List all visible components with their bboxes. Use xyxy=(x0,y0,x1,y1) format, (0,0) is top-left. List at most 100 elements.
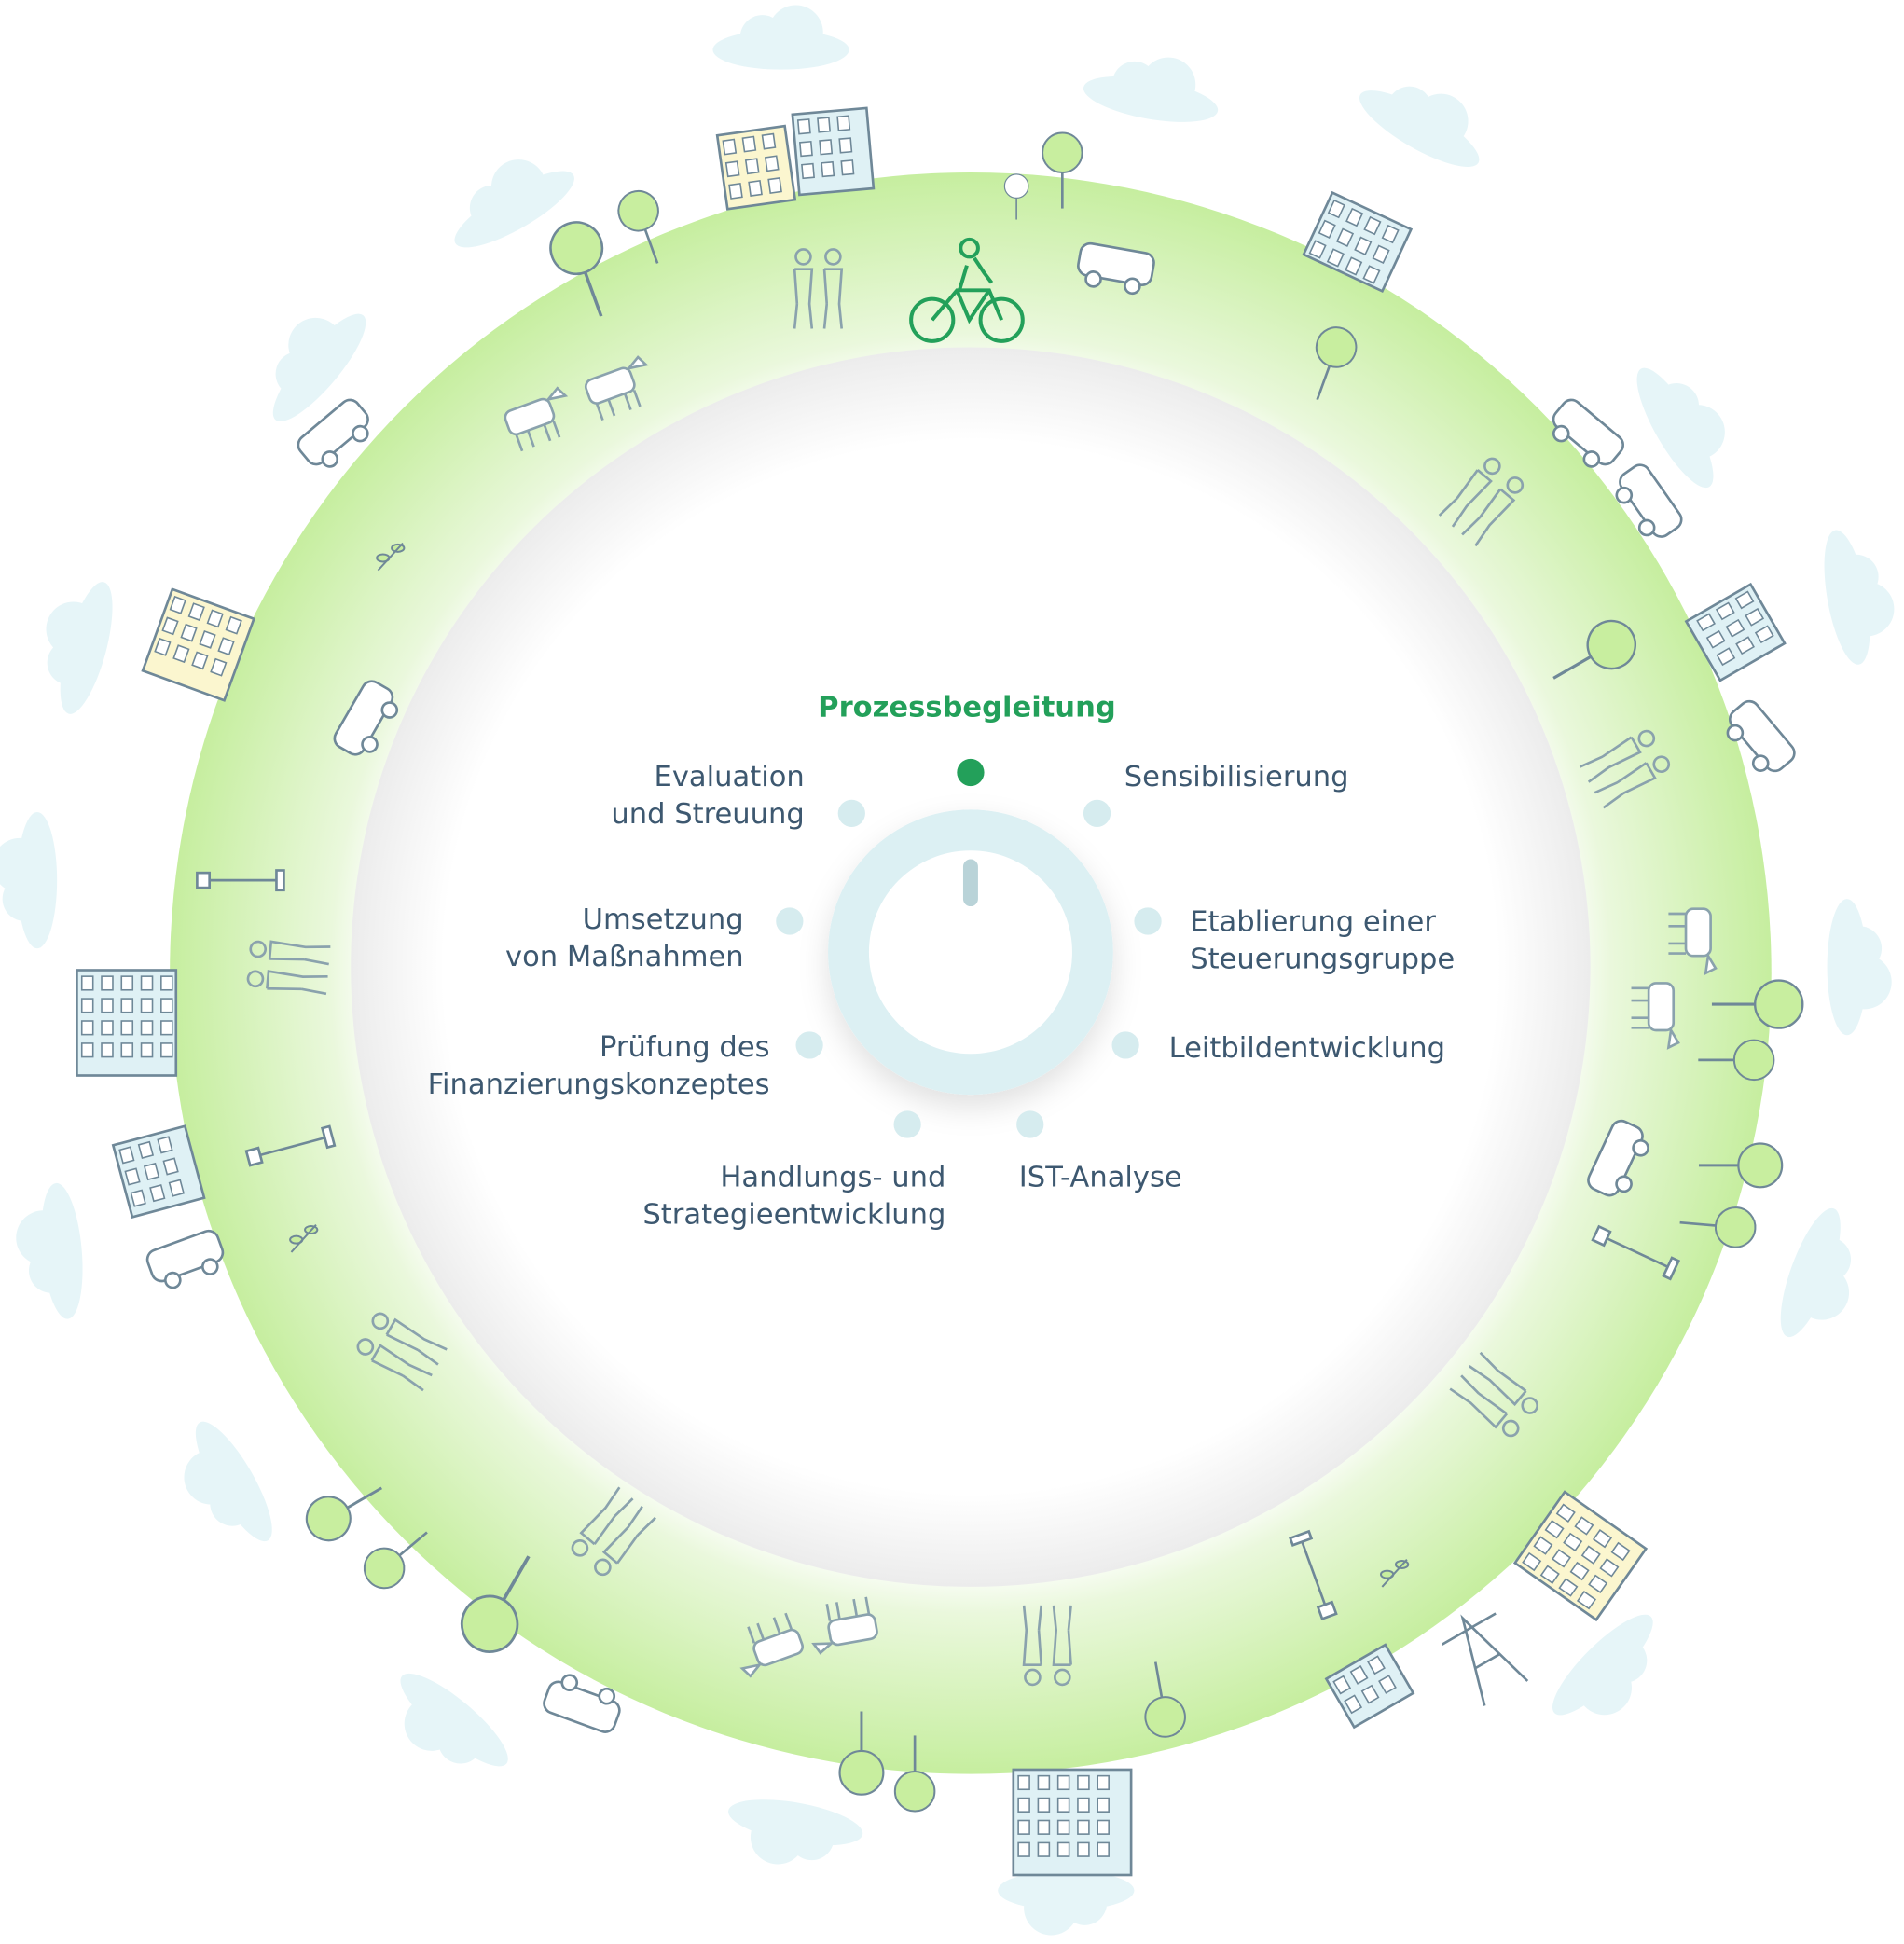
tree-icon xyxy=(1711,979,1804,1029)
step-label: IST-Analyse xyxy=(1019,1161,1182,1193)
cloud-icon xyxy=(728,1799,863,1865)
car-icon xyxy=(145,1229,225,1289)
step-label: Steuerungsgruppe xyxy=(1190,944,1455,976)
step-label: Umsetzung xyxy=(583,903,744,936)
tree-icon xyxy=(460,1555,531,1653)
cloud-decorations xyxy=(0,5,1895,1936)
car-icon xyxy=(543,1674,621,1733)
step-label: Prüfung des xyxy=(600,1031,770,1064)
tree-icon xyxy=(363,1531,428,1590)
step-leitbild[interactable]: Leitbildentwicklung xyxy=(1111,1031,1445,1065)
bicycle-icon xyxy=(909,237,1025,343)
car-icon xyxy=(1077,241,1155,296)
cloud-icon xyxy=(1824,530,1895,665)
cloud-icon xyxy=(454,159,574,248)
building-icon xyxy=(76,969,178,1077)
people-icon xyxy=(1438,457,1525,547)
building-icon xyxy=(715,124,797,211)
building-icon xyxy=(1012,1768,1133,1877)
step-dot[interactable] xyxy=(1111,1031,1139,1059)
people-icon xyxy=(356,1312,448,1392)
cow-icon xyxy=(811,1596,878,1655)
cloud-icon xyxy=(16,1182,83,1319)
building-icon xyxy=(1324,1643,1415,1730)
tree-icon xyxy=(838,1711,885,1796)
tree-icon xyxy=(549,221,604,317)
cloud-icon xyxy=(1780,1207,1852,1338)
tree-icon xyxy=(617,189,659,264)
tree-icon xyxy=(1552,619,1636,680)
cow-icon xyxy=(739,1612,805,1678)
cow-icon xyxy=(1631,982,1680,1050)
step-label: Handlungs- und xyxy=(720,1161,945,1193)
cloud-icon xyxy=(1636,367,1725,489)
tree-icon xyxy=(1315,326,1358,401)
people-icon xyxy=(1449,1351,1539,1438)
step-dot[interactable] xyxy=(795,1031,823,1059)
step-dot[interactable] xyxy=(776,907,804,935)
cloud-icon xyxy=(1359,86,1480,167)
step-ist-analyse[interactable]: IST-Analyse xyxy=(1016,1110,1182,1193)
step-dot[interactable] xyxy=(957,758,985,787)
cloud-icon xyxy=(1552,1614,1653,1716)
people-icon xyxy=(571,1486,656,1577)
step-dot[interactable] xyxy=(893,1110,921,1138)
step-label: Evaluation xyxy=(655,761,805,793)
car-icon xyxy=(1552,398,1625,468)
step-label: Sensibilisierung xyxy=(1124,761,1349,793)
step-prozessbegleitung[interactable]: Prozessbegleitung xyxy=(818,692,1116,787)
tree-icon xyxy=(1698,1142,1784,1189)
step-label: und Streuung xyxy=(611,798,804,831)
building-icon xyxy=(1302,190,1414,294)
step-sensibilisierung[interactable]: Sensibilisierung xyxy=(1083,761,1349,827)
step-dot[interactable] xyxy=(1016,1110,1044,1138)
people-icon xyxy=(793,248,844,329)
sprout-icon xyxy=(289,1224,319,1253)
cloud-icon xyxy=(1083,57,1219,122)
tree-icon xyxy=(1698,1039,1775,1082)
landscape-icons xyxy=(76,106,1804,1877)
dial-pointer xyxy=(962,859,978,907)
dial-knob[interactable] xyxy=(828,809,1113,1096)
cow-icon xyxy=(584,355,649,421)
step-label: Strategieentwicklung xyxy=(642,1198,945,1231)
building-icon xyxy=(141,587,256,702)
street-lamp-icon xyxy=(244,1124,337,1167)
step-label: von Maßnahmen xyxy=(505,941,744,973)
cloud-icon xyxy=(1827,899,1892,1036)
cloud-icon xyxy=(272,313,366,421)
car-icon xyxy=(1726,699,1796,773)
tree-icon xyxy=(1144,1661,1186,1738)
cow-icon xyxy=(504,386,569,452)
step-evaluation[interactable]: Evaluation und Streuung xyxy=(611,761,865,831)
cloud-icon xyxy=(400,1673,508,1767)
cow-icon xyxy=(1668,907,1718,976)
tree-icon xyxy=(305,1486,383,1542)
step-label: Prozessbegleitung xyxy=(818,692,1116,724)
step-dot[interactable] xyxy=(1083,799,1111,827)
cloud-icon xyxy=(46,582,113,714)
step-label: Finanzierungskonzeptes xyxy=(428,1069,770,1101)
step-umsetzung[interactable]: Umsetzung von Maßnahmen xyxy=(505,903,804,973)
sprout-icon xyxy=(1379,1558,1410,1588)
building-icon xyxy=(111,1124,206,1220)
people-icon xyxy=(246,940,331,996)
car-icon xyxy=(1615,463,1683,538)
tree-icon xyxy=(1003,173,1029,220)
building-icon xyxy=(1512,1490,1649,1622)
cloud-icon xyxy=(0,812,58,949)
sprout-icon xyxy=(376,542,406,572)
step-label: Etablierung einer xyxy=(1190,906,1436,939)
tree-icon xyxy=(1042,131,1083,209)
cloud-icon xyxy=(998,1870,1135,1936)
cloud-icon xyxy=(184,1421,272,1542)
car-icon xyxy=(297,398,369,468)
step-dot[interactable] xyxy=(1134,907,1162,935)
step-dot[interactable] xyxy=(837,799,865,827)
street-lamp-icon xyxy=(196,869,285,892)
people-icon xyxy=(1579,729,1671,809)
